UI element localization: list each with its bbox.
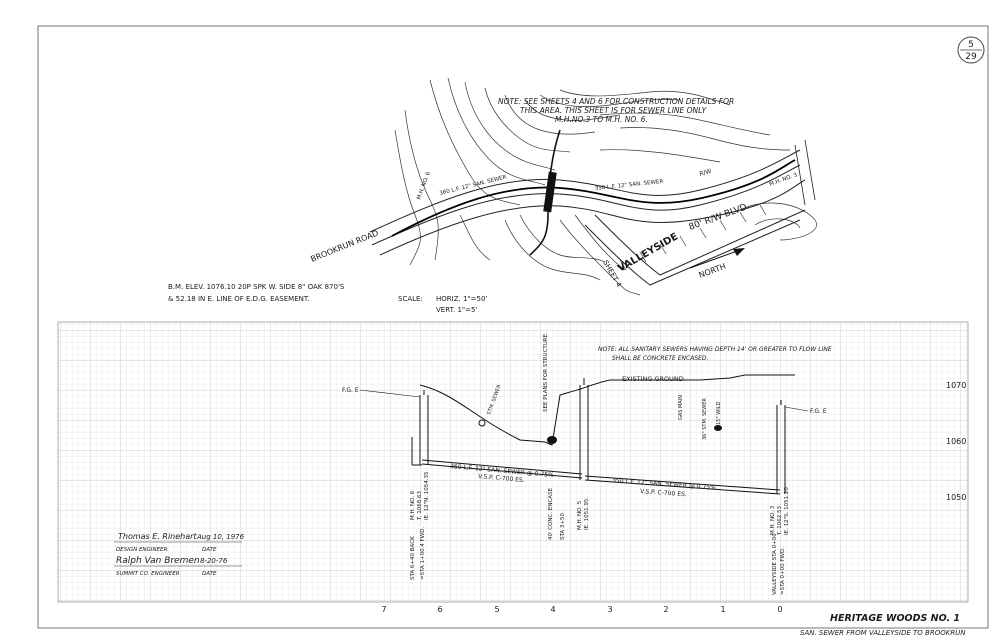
sta-mid: STA 3+50 bbox=[560, 512, 566, 540]
existing-ground-line bbox=[419, 374, 795, 446]
plan-note-line-2: THIS AREA. THIS SHEET IS FOR SEWER LINE … bbox=[520, 106, 708, 115]
profile-note-line-2: SHALL BE CONCRETE ENCASED. bbox=[612, 355, 709, 362]
storm-crossing-right bbox=[714, 425, 722, 431]
plan-sewer-label-2: 350 L.F. 12" SAN. SEWER bbox=[595, 179, 664, 192]
see-plans-label: SEE PLANS FOR STRUCTURE bbox=[543, 333, 549, 412]
plan-view: NORTH NOTE: SEE SHEETS 4 AND 6 FOR CONST… bbox=[168, 77, 817, 314]
road-lines bbox=[369, 149, 806, 286]
sheet-number: 5 bbox=[968, 40, 974, 50]
station-6: 6 bbox=[437, 605, 442, 614]
manhole-3 bbox=[776, 400, 786, 494]
wild-label: 15" WILD bbox=[716, 402, 722, 425]
blvd-label: 80' R/W BLVD. bbox=[688, 202, 752, 233]
project-subtitle: SAN. SEWER FROM VALLEYSIDE TO BROOKRUN bbox=[800, 629, 966, 637]
elevation-1050: 1050 bbox=[946, 493, 966, 502]
profile-sewer-pipe bbox=[421, 459, 781, 495]
mh3-label-1: M.H. NO. 3 bbox=[770, 505, 776, 535]
contour-lines bbox=[394, 77, 817, 296]
signature-block: Thomas E. Rinehart Aug 10, 1976 DESIGN E… bbox=[114, 532, 245, 577]
sheet-number-badge: 5 29 bbox=[957, 36, 985, 64]
plan-note-line-3: M.H.NO.3 TO M.H. NO. 6. bbox=[555, 115, 648, 124]
plan-rw-label: R/W bbox=[699, 168, 713, 178]
mh5-label-1: M.H. NO. 5 bbox=[577, 500, 583, 530]
sheet-total: 29 bbox=[965, 52, 977, 62]
profile-note-line-1: NOTE: ALL SANITARY SEWERS HAVING DEPTH 1… bbox=[598, 346, 832, 353]
station-1: 1 bbox=[720, 605, 725, 614]
sta-left: STA 6+40 BACK bbox=[410, 536, 416, 580]
station-0: 0 bbox=[777, 605, 782, 614]
county-date-label: DATE bbox=[202, 571, 217, 577]
plan-note-line-1: NOTE: SEE SHEETS 4 AND 6 FOR CONSTRUCTIO… bbox=[498, 97, 734, 106]
storm-crossing bbox=[547, 436, 557, 444]
mh6-label-3: IE. 12"N. 1054.35 bbox=[424, 471, 430, 520]
mh5-label-2: IE. 1051.95 bbox=[584, 498, 590, 530]
road-label-brookrun: BROOKRUN ROAD bbox=[309, 228, 379, 263]
mh6-label-2: T. 1068.63 bbox=[417, 491, 423, 521]
station-4: 4 bbox=[550, 605, 555, 614]
profile-view: NOTE: ALL SANITARY SEWERS HAVING DEPTH 1… bbox=[57, 321, 969, 614]
sta-left-2: =STA 1+00.4 FWD. bbox=[420, 527, 426, 580]
benchmark-line-1: B.M. ELEV. 1076.10 20P SPK W. SIDE 8" OA… bbox=[168, 283, 345, 291]
existing-ground-label: EXISTING GROUND bbox=[622, 375, 684, 383]
scale-label: SCALE: bbox=[398, 295, 423, 303]
project-title: HERITAGE WOODS NO. 1 bbox=[830, 613, 960, 624]
sheet-border bbox=[37, 25, 989, 629]
manhole-5 bbox=[579, 378, 589, 480]
station-5: 5 bbox=[494, 605, 499, 614]
mh6-label-1: M.H. NO. 6 bbox=[410, 490, 416, 520]
station-3: 3 bbox=[607, 605, 612, 614]
scale-horiz: HORIZ. 1"=50' bbox=[436, 295, 487, 303]
profile-grid bbox=[57, 321, 969, 603]
county-date: 8-20-76 bbox=[200, 557, 228, 565]
manhole-6 bbox=[411, 390, 429, 466]
plan-sewer-line bbox=[391, 159, 796, 237]
elevation-1070: 1070 bbox=[946, 381, 966, 390]
title-block: HERITAGE WOODS NO. 1 SAN. SEWER FROM VAL… bbox=[800, 613, 966, 637]
county-title: SUMMIT CO. ENGINEER bbox=[116, 571, 180, 577]
station-7: 7 bbox=[381, 605, 386, 614]
stream-line bbox=[529, 129, 561, 256]
mh3-label-3: IE. 12"S. 1051.20 bbox=[784, 487, 790, 535]
scale-vert: VERT. 1"=5' bbox=[436, 306, 477, 314]
plan-mh3-label: M.H. NO. 3 bbox=[769, 172, 799, 188]
pipe-spec-1: V.S.P. C-700 ES. bbox=[478, 473, 525, 484]
sta-right: VALLEYSIDE STA 0+00 bbox=[772, 533, 778, 595]
county-signature: Ralph Van Bremen bbox=[116, 556, 200, 566]
designer-date-label: DATE bbox=[202, 547, 217, 553]
gas-main-label: GAS MAIN bbox=[678, 395, 684, 420]
north-label: NORTH bbox=[698, 262, 728, 280]
concrete-encase-label: 40' CONC. ENCASE bbox=[548, 487, 554, 540]
fg-right-label: F.G. E bbox=[810, 408, 827, 415]
fg-left-label: F.G. E bbox=[342, 387, 359, 394]
designer-title: DESIGN ENGINEER bbox=[116, 547, 167, 553]
road-label-valleyside: VALLEYSIDE bbox=[616, 231, 680, 274]
culvert bbox=[543, 171, 557, 213]
plan-mh6-label: M.H. NO. 6 bbox=[416, 171, 432, 201]
benchmark-line-2: & 52.18 IN E. LINE OF E.D.G. EASEMENT. bbox=[168, 295, 310, 303]
sta-right-2: =STA 0+00 FWD. bbox=[780, 547, 786, 595]
mh3-label-2: T. 1062.53 bbox=[777, 506, 783, 536]
storm-crossing-left bbox=[478, 419, 486, 427]
elevation-1060: 1060 bbox=[946, 437, 966, 446]
storm-right-label: 36" STM. SEWER bbox=[702, 398, 708, 440]
designer-date: Aug 10, 1976 bbox=[196, 533, 245, 541]
designer-signature: Thomas E. Rinehart bbox=[118, 532, 197, 541]
station-2: 2 bbox=[663, 605, 668, 614]
pipe-spec-2: V.S.P. C-700 ES. bbox=[640, 488, 687, 498]
